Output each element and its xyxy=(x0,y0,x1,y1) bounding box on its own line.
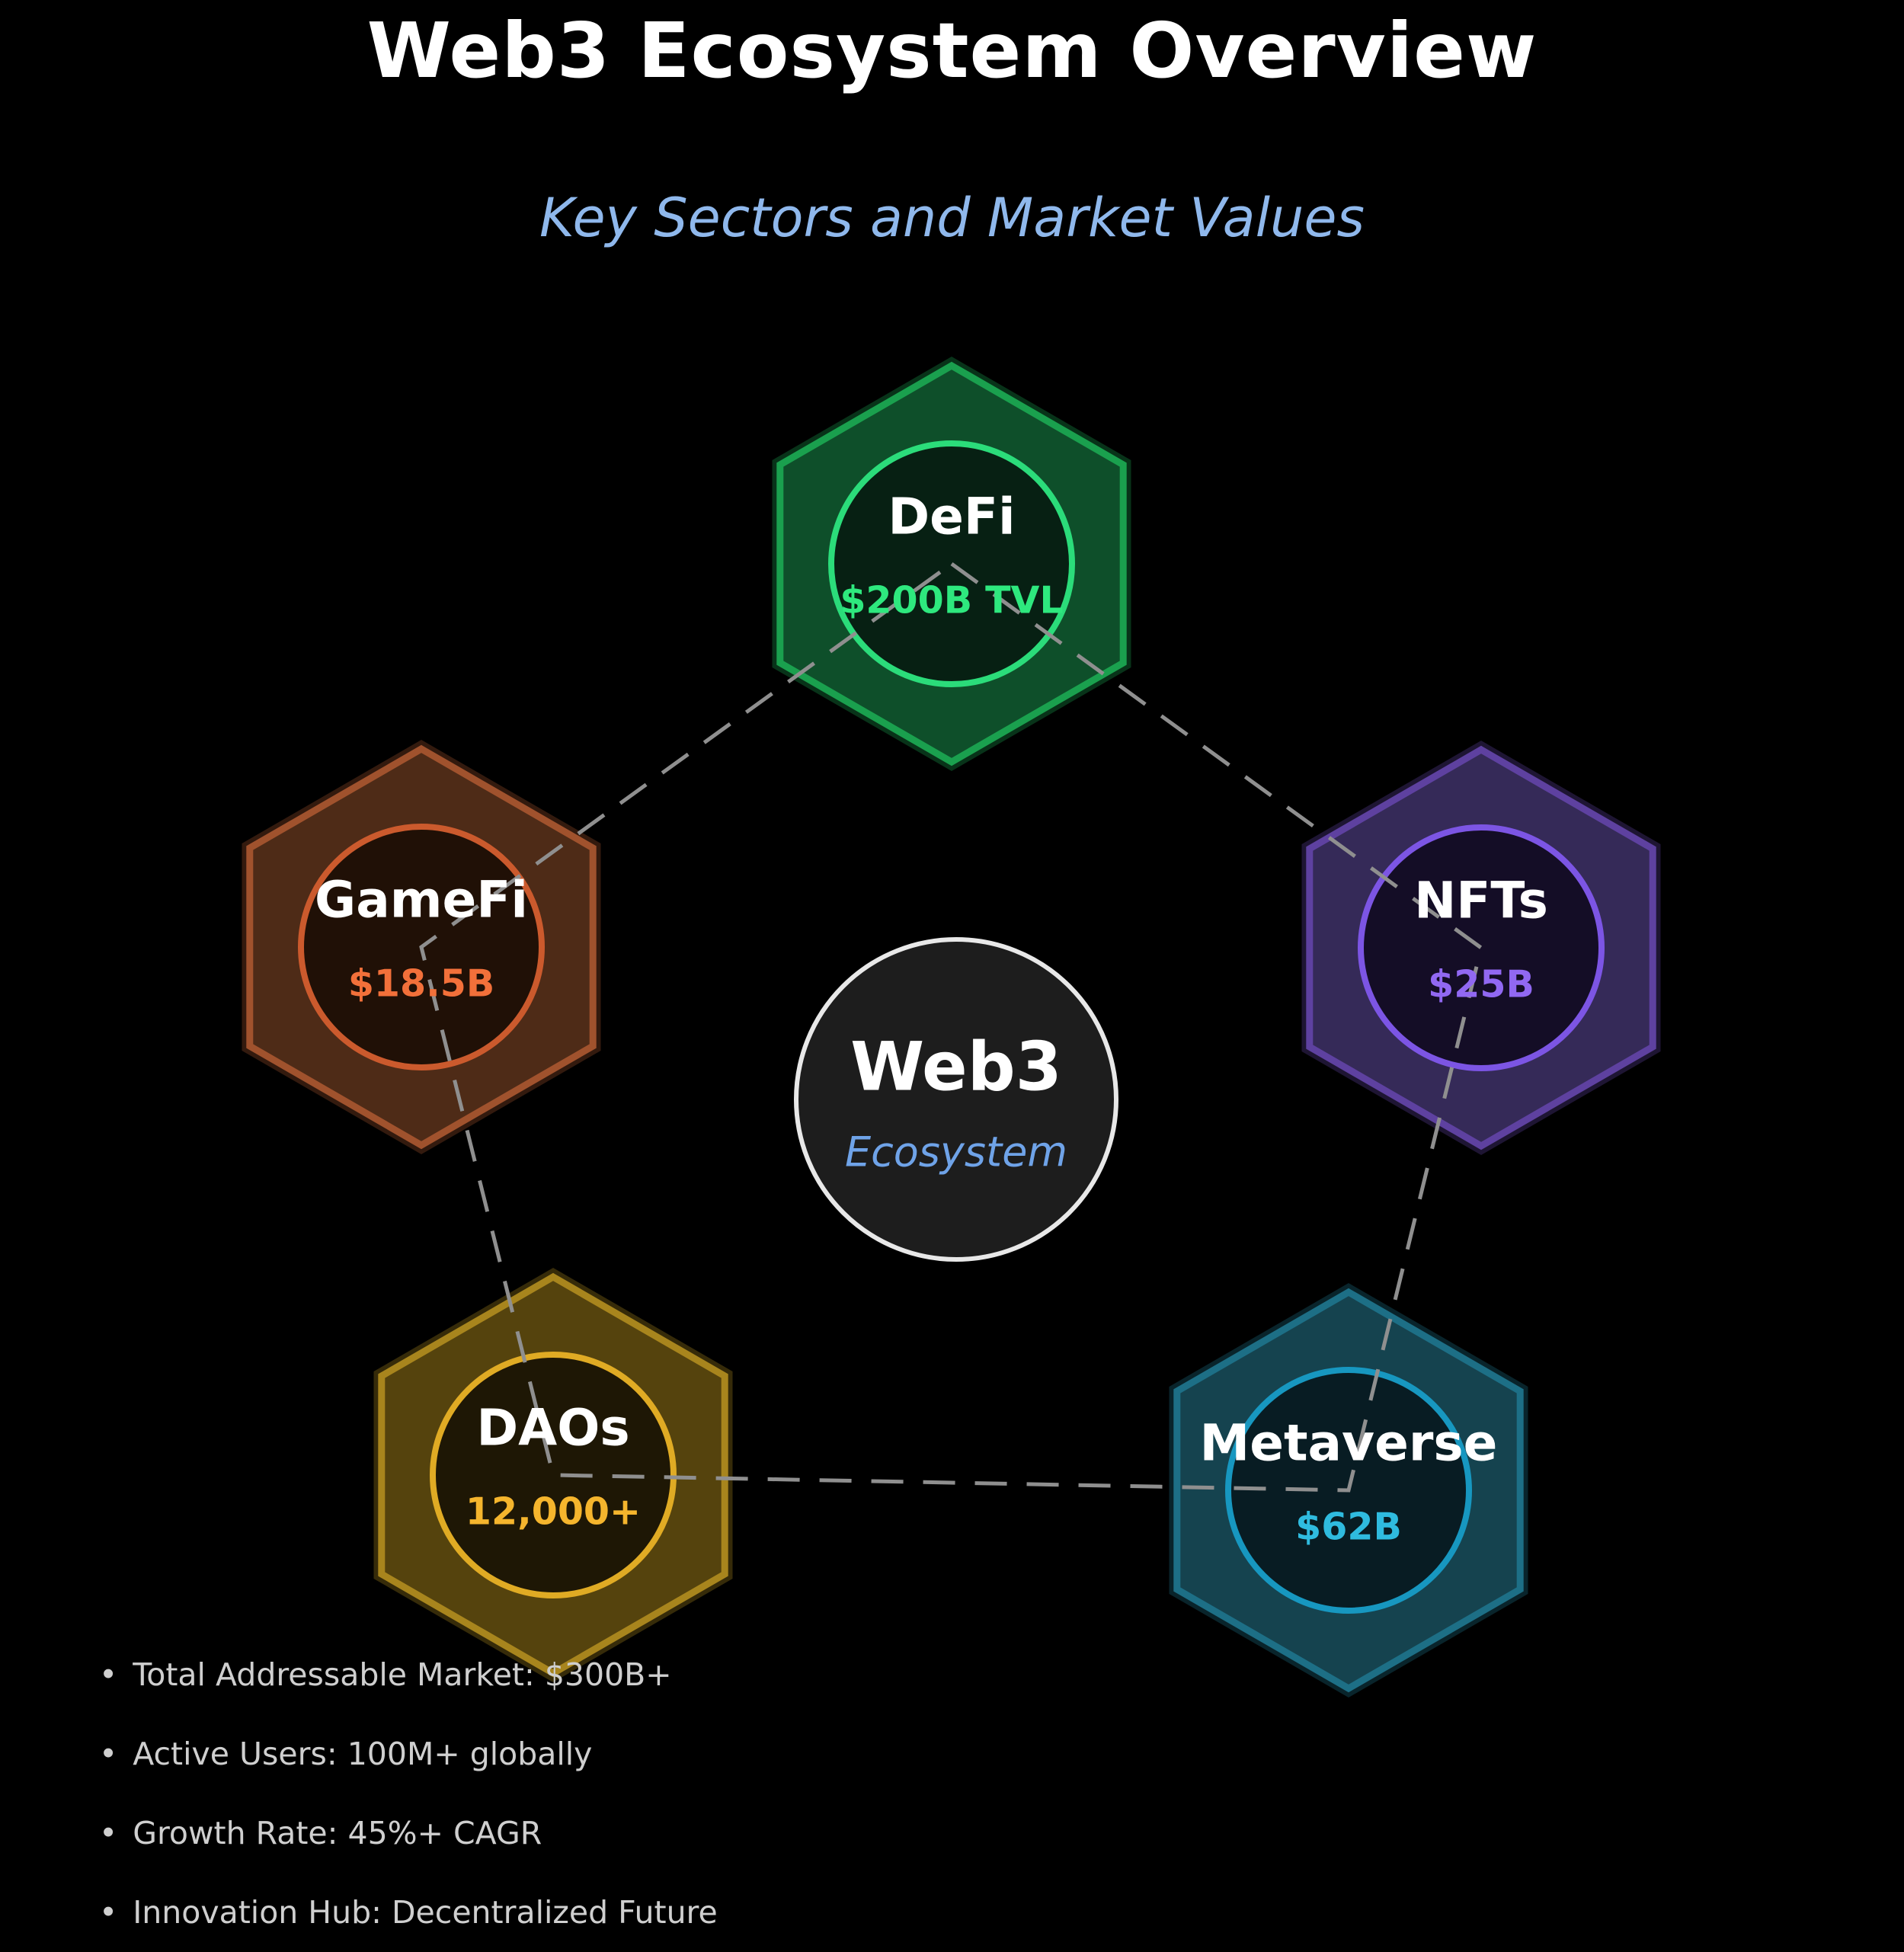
gamefi-hexagon xyxy=(242,740,601,1154)
footer-item-market: • Total Addressable Market: $300B+ xyxy=(99,1635,718,1714)
metaverse-hexagon xyxy=(1169,1283,1528,1698)
page-subtitle: Key Sectors and Market Values xyxy=(539,187,1365,249)
defi-hexagon xyxy=(772,357,1131,771)
web3-subtitle: Ecosystem xyxy=(844,1128,1068,1176)
defi-value: $200B TVL xyxy=(840,578,1064,622)
node-defi: DeFi $200B TVL xyxy=(772,357,1131,771)
page-title: Web3 Ecosystem Overview xyxy=(366,6,1538,95)
footer-stats: • Total Addressable Market: $300B+ • Act… xyxy=(99,1635,718,1952)
center-node-web3: Web3 Ecosystem xyxy=(789,932,1124,1267)
bullet-icon: • xyxy=(99,1736,118,1772)
defi-label: DeFi xyxy=(888,487,1016,546)
defi-circle xyxy=(828,440,1075,687)
footer-item-text: Growth Rate: 45%+ CAGR xyxy=(133,1815,542,1851)
nfts-value: $25B xyxy=(1428,962,1534,1006)
node-gamefi: GameFi $18.5B xyxy=(242,740,601,1154)
footer-item-users: • Active Users: 100M+ globally xyxy=(99,1714,718,1794)
footer-item-growth: • Growth Rate: 45%+ CAGR xyxy=(99,1794,718,1873)
bullet-icon: • xyxy=(99,1894,118,1931)
daos-value: 12,000+ xyxy=(465,1490,642,1534)
bullet-icon: • xyxy=(99,1656,118,1693)
daos-label: DAOs xyxy=(476,1398,630,1458)
daos-hexagon xyxy=(373,1268,733,1682)
daos-circle xyxy=(430,1352,677,1598)
footer-item-text: Total Addressable Market: $300B+ xyxy=(133,1656,672,1693)
footer-item-innovation: • Innovation Hub: Decentralized Future xyxy=(99,1873,718,1952)
node-nfts: NFTs $25B xyxy=(1301,741,1661,1155)
nfts-label: NFTs xyxy=(1414,871,1548,930)
node-daos: DAOs 12,000+ xyxy=(373,1268,733,1682)
web3-title: Web3 xyxy=(850,1027,1062,1106)
metaverse-circle xyxy=(1225,1367,1472,1614)
nfts-circle xyxy=(1358,824,1605,1071)
gamefi-circle xyxy=(298,824,545,1070)
metaverse-value: $62B xyxy=(1295,1505,1402,1549)
gamefi-label: GameFi xyxy=(315,870,528,930)
bullet-icon: • xyxy=(99,1815,118,1851)
nfts-hexagon xyxy=(1301,741,1661,1155)
gamefi-value: $18.5B xyxy=(347,962,495,1006)
node-metaverse: Metaverse $62B xyxy=(1169,1283,1528,1698)
metaverse-label: Metaverse xyxy=(1199,1413,1498,1473)
footer-item-text: Innovation Hub: Decentralized Future xyxy=(133,1894,718,1931)
footer-item-text: Active Users: 100M+ globally xyxy=(133,1736,593,1772)
